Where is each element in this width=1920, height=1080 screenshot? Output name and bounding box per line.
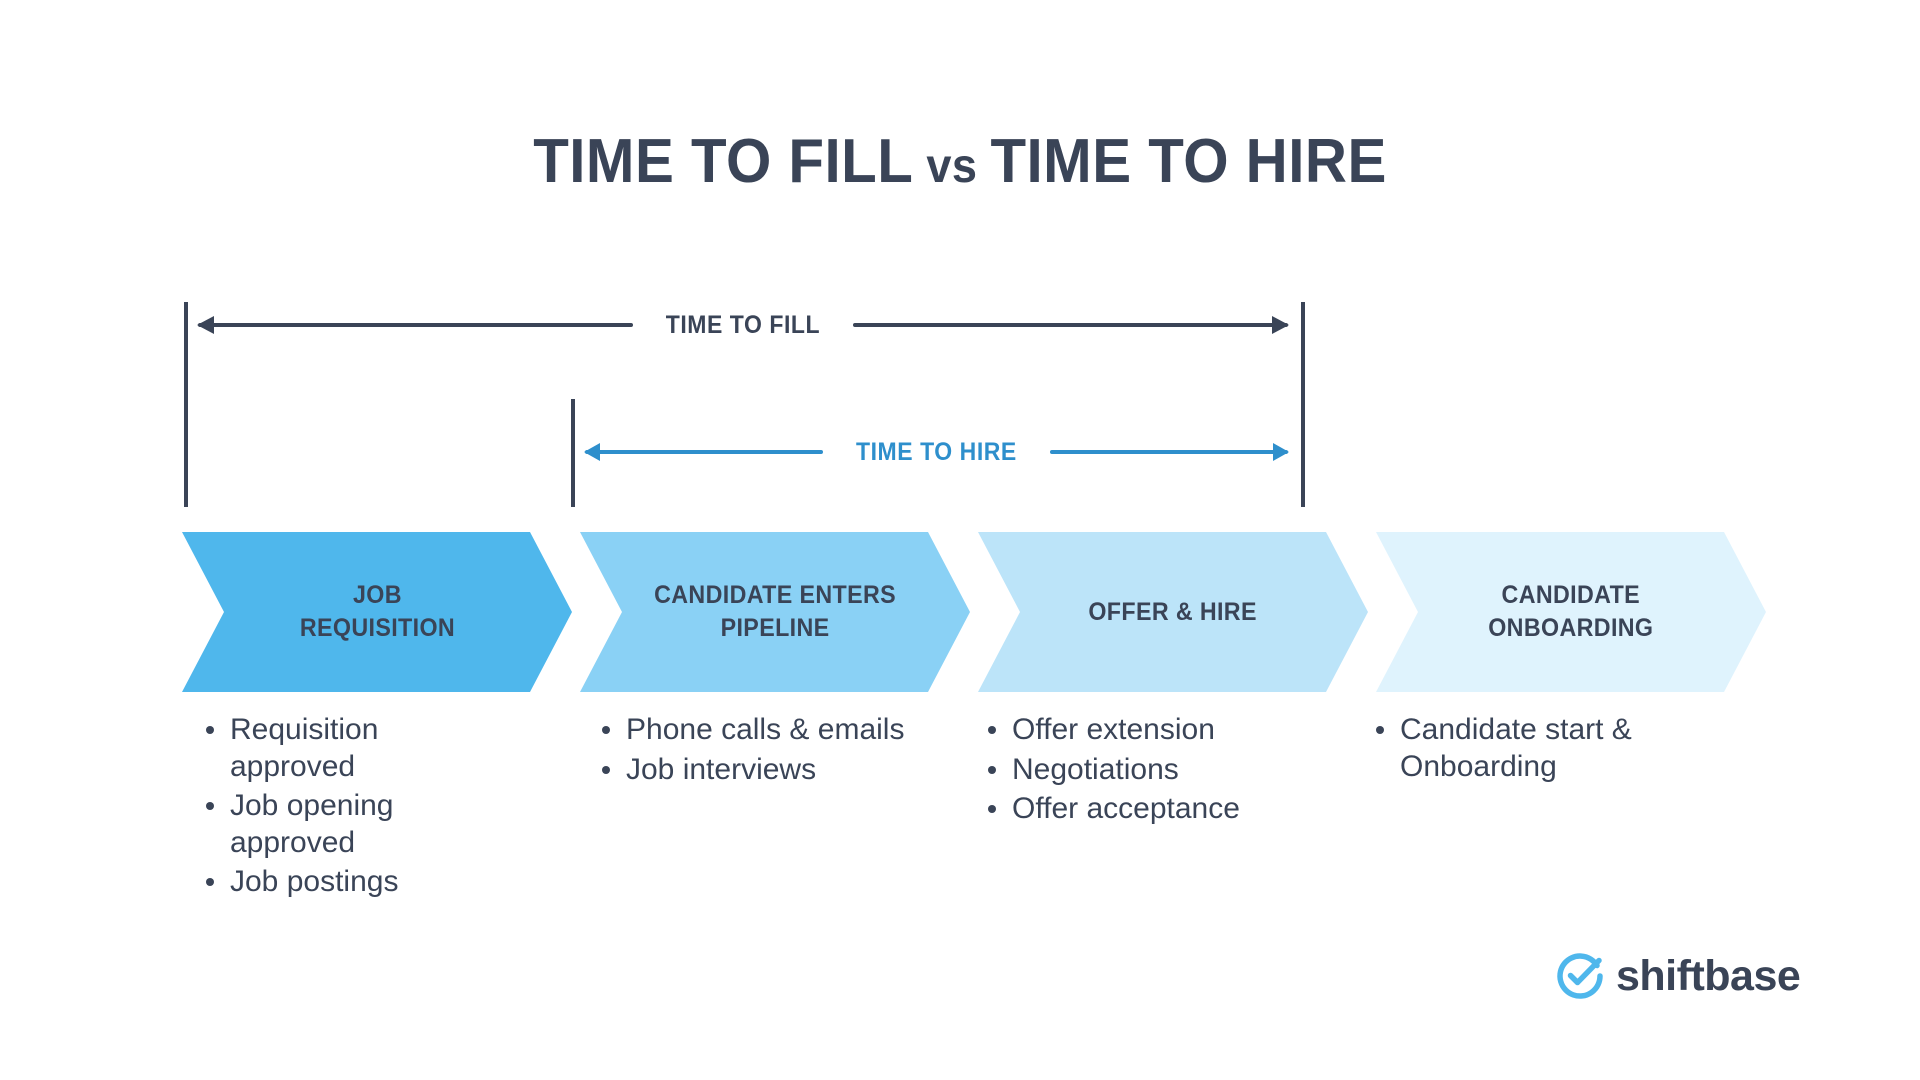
stage-chevron-offer-and-hire[interactable]: OFFER & HIRE (978, 532, 1368, 692)
stage-label-line1: JOB (352, 581, 402, 609)
stage-chevron-candidate-onboarding[interactable]: CANDIDATE ONBOARDING (1376, 532, 1766, 692)
stage-chevron-band: JOB REQUISITION CANDIDATE ENTERS PIPELIN… (182, 532, 1764, 692)
stage-label-line2: PIPELINE (720, 614, 830, 642)
stage-label-line2: REQUISITION (299, 614, 455, 642)
bullet-list: Requisition approved Job opening approve… (200, 712, 500, 901)
stage-bullets-candidate-enters-pipeline: Phone calls & emails Job interviews (596, 712, 916, 791)
list-item: Job postings (206, 864, 500, 901)
page-title: TIME TO FILL vs TIME TO HIRE (58, 127, 1863, 196)
arrow-head-left-icon (584, 443, 600, 461)
bracket-rule-end (1301, 302, 1305, 507)
list-item: Phone calls & emails (602, 712, 916, 749)
measure-label-time-to-hire: TIME TO HIRE (856, 437, 1017, 466)
measure-arrow-right-segment (852, 316, 1289, 334)
shiftbase-wordmark: shiftbase (1616, 951, 1801, 1000)
arrow-head-right-icon (1272, 316, 1289, 334)
stage-label-line1: CANDIDATE ENTERS (654, 581, 896, 609)
stage-chevron-job-requisition[interactable]: JOB REQUISITION (182, 532, 572, 692)
stage-bullets-candidate-onboarding: Candidate start & Onboarding (1370, 712, 1700, 788)
measure-arrow-right-segment (1049, 443, 1289, 461)
arrow-line (198, 323, 634, 327)
arrow-line (1049, 450, 1288, 454)
arrow-head-left-icon (197, 316, 214, 334)
measure-label-time-to-fill: TIME TO FILL (665, 310, 821, 339)
title-lead: TIME TO FILL (533, 127, 914, 196)
bracket-rule-start (184, 302, 188, 507)
list-item: Job opening approved (206, 788, 500, 861)
list-item: Job interviews (602, 752, 916, 789)
bracket-rule-middle (571, 399, 575, 507)
arrow-line (585, 450, 824, 454)
stage-label-line1: CANDIDATE (1501, 581, 1641, 609)
stage-bullets-job-requisition: Requisition approved Job opening approve… (200, 712, 500, 904)
measure-time-to-fill: TIME TO FILL (197, 308, 1289, 342)
stage-label-job-requisition: JOB REQUISITION (255, 579, 500, 645)
title-vs: vs (913, 140, 991, 193)
list-item: Offer acceptance (988, 791, 1332, 828)
stage-label-line2: ONBOARDING (1488, 614, 1654, 642)
list-item: Candidate start & Onboarding (1376, 712, 1700, 785)
arrow-line (852, 323, 1288, 327)
measure-time-to-hire: TIME TO HIRE (584, 435, 1289, 469)
measure-arrow-left-segment (197, 316, 634, 334)
stage-label-candidate-enters-pipeline: CANDIDATE ENTERS PIPELINE (609, 579, 940, 645)
measure-arrow-left-segment (584, 443, 824, 461)
stage-chevron-candidate-enters-pipeline[interactable]: CANDIDATE ENTERS PIPELINE (580, 532, 970, 692)
list-item: Offer extension (988, 712, 1332, 749)
title-trail: TIME TO HIRE (990, 127, 1387, 196)
stage-label-line1: OFFER & HIRE (1088, 597, 1258, 626)
shiftbase-check-circle-icon (1557, 953, 1603, 999)
bullet-list: Candidate start & Onboarding (1370, 712, 1700, 785)
list-item: Requisition approved (206, 712, 500, 785)
list-item: Negotiations (988, 752, 1332, 789)
arrow-head-right-icon (1273, 443, 1289, 461)
bullet-list: Phone calls & emails Job interviews (596, 712, 916, 788)
stage-label-candidate-onboarding: CANDIDATE ONBOARDING (1444, 579, 1698, 645)
stage-bullets-offer-and-hire: Offer extension Negotiations Offer accep… (982, 712, 1332, 831)
bullet-list: Offer extension Negotiations Offer accep… (982, 712, 1332, 828)
stage-label-offer-and-hire: OFFER & HIRE (1044, 596, 1302, 629)
shiftbase-logo: shiftbase (1556, 951, 1801, 1000)
